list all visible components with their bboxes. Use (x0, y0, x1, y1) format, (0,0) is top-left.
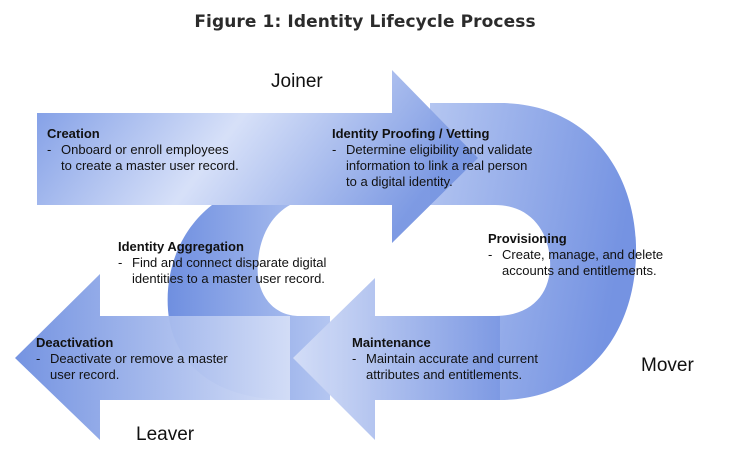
bullet: - (332, 142, 337, 157)
step-title: Maintenance (352, 335, 431, 350)
bullet: - (352, 351, 357, 366)
step-provisioning: Provisioning -Create, manage, and delete… (488, 231, 663, 279)
stage-label-joiner: Joiner (271, 71, 323, 92)
bullet: - (47, 142, 52, 157)
step-description: Find and connect disparate digital ident… (132, 255, 327, 286)
step-identity-proofing: Identity Proofing / Vetting -Determine e… (332, 126, 532, 190)
step-title: Creation (47, 126, 100, 141)
step-title: Provisioning (488, 231, 567, 246)
step-deactivation: Deactivation -Deactivate or remove a mas… (36, 335, 228, 383)
step-title: Identity Proofing / Vetting (332, 126, 490, 141)
step-description: Maintain accurate and current attributes… (366, 351, 538, 382)
figure-title: Figure 1: Identity Lifecycle Process (194, 12, 536, 32)
step-description: Onboard or enroll employees to create a … (61, 142, 239, 173)
step-title: Deactivation (36, 335, 114, 350)
stage-label-mover: Mover (641, 355, 694, 376)
step-title: Identity Aggregation (118, 239, 244, 254)
step-description: Deactivate or remove a master user recor… (50, 351, 228, 382)
step-identity-aggregation: Identity Aggregation -Find and connect d… (118, 239, 326, 287)
step-creation: Creation -Onboard or enroll employees to… (47, 126, 239, 174)
bullet: - (118, 255, 123, 270)
leaver-arrow (15, 274, 290, 440)
maintenance-arrow (293, 278, 500, 440)
bullet: - (36, 351, 41, 366)
step-description: Create, manage, and delete accounts and … (502, 247, 664, 278)
bullet: - (488, 247, 493, 262)
step-maintenance: Maintenance -Maintain accurate and curre… (352, 335, 538, 383)
step-description: Determine eligibility and validate infor… (346, 142, 533, 189)
joiner-arrow (37, 70, 478, 243)
stage-label-leaver: Leaver (136, 424, 195, 445)
